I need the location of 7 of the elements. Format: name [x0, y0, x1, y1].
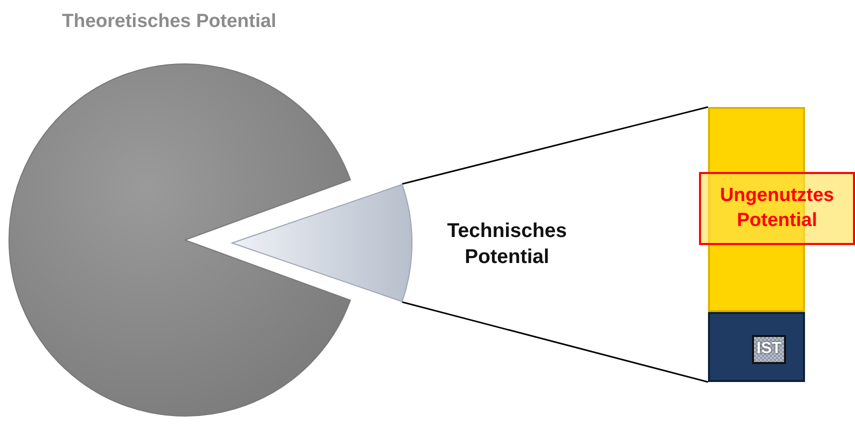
segment-label: IST	[752, 335, 786, 364]
connector-line	[402, 301, 708, 383]
connector-line	[402, 106, 708, 185]
current-segment	[708, 312, 805, 382]
slice-label: Technisches Potential	[446, 219, 568, 270]
highlighted-label: Ungenutztes Potential	[699, 172, 855, 245]
chart-title: Theoretisches Potential	[62, 10, 278, 34]
